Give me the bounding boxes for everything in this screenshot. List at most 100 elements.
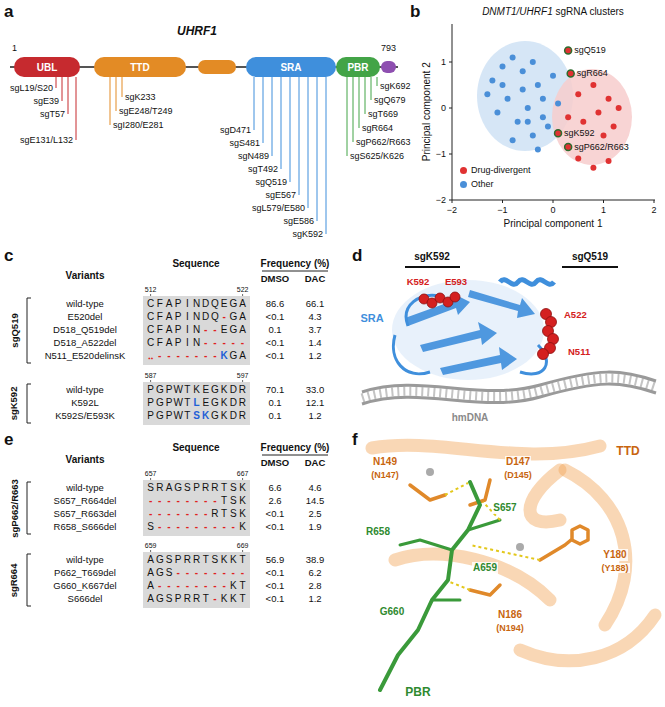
group-bracket: [27, 554, 31, 555]
frequency-value: 56.9: [266, 555, 285, 566]
ttd-sidechains: [410, 480, 588, 595]
region-bar: [405, 266, 460, 268]
column-header: DMSO: [261, 458, 290, 469]
region-bar: [562, 266, 618, 268]
point-label: sgR664: [577, 68, 608, 78]
c-terminal-domain: [381, 61, 396, 73]
leader-line: [263, 77, 264, 143]
sgrna-label: sgE131/L132: [20, 135, 73, 145]
column-header: Sequence: [172, 442, 219, 454]
variant-name: S657_R664del: [54, 496, 117, 507]
leader-line: [377, 77, 378, 86]
data-point: [550, 73, 556, 79]
panel-letter: a: [4, 2, 13, 22]
sequence-box: [143, 480, 250, 536]
leader-line: [371, 77, 372, 100]
sgrna-label: sgE567: [265, 190, 296, 200]
sgrna-label: sgE39: [33, 96, 59, 106]
sgrna-label: sgK592: [292, 229, 323, 239]
legend-text: Other: [471, 179, 494, 189]
axis-tick: [603, 200, 604, 203]
residue-label: (N194): [495, 623, 525, 633]
sequence-text: CFAPINDQ-GA: [146, 311, 247, 323]
frequency-value: 0.1: [268, 398, 281, 409]
residue-tick: [150, 478, 151, 480]
tick-label: −2: [447, 205, 457, 215]
frequency-value: 0.1: [268, 325, 281, 336]
sgrna-label: sgK692: [380, 81, 411, 91]
frequency-value: 6.6: [268, 483, 281, 494]
sequence-text: S---------K: [146, 521, 247, 533]
point-label: sgQ519: [574, 45, 606, 55]
sequence-box: [143, 382, 250, 425]
tick-label: −2: [436, 195, 446, 205]
data-point: [484, 91, 490, 97]
data-point: [500, 64, 506, 70]
leader-line: [353, 77, 354, 142]
frequency-value: 2.5: [308, 509, 321, 520]
group-bracket: [27, 482, 31, 483]
leader-line: [308, 77, 309, 208]
domain-label: PBR: [405, 686, 430, 700]
residue-label: N149: [372, 456, 398, 468]
group-label: sgP662/R663: [10, 479, 21, 538]
legend-swatch: [460, 181, 467, 188]
panel-letter: e: [4, 430, 13, 450]
column-header: Frequency (%): [261, 442, 330, 454]
header-rule: [262, 271, 328, 272]
frequency-value: 2.8: [308, 581, 321, 592]
group-bracket: [27, 423, 31, 424]
axis-title: Principal component 2: [420, 63, 432, 162]
frequency-value: <0.1: [266, 351, 285, 362]
frequency-value: 66.1: [306, 299, 325, 310]
leader-line: [254, 77, 255, 130]
axis-tick: [553, 200, 554, 203]
highlighted-point: [565, 47, 572, 54]
dna-label: hmDNA: [452, 412, 489, 424]
column-header: Sequence: [172, 258, 219, 270]
residue-number: 793: [381, 43, 396, 53]
sgrna-label: sgL19/S20: [10, 83, 53, 93]
water-sphere: [516, 543, 524, 551]
residue-number: 657: [145, 470, 157, 478]
data-point: [520, 87, 526, 93]
tick-label: 2: [651, 205, 656, 215]
sgrna-label: sgT57: [40, 109, 65, 119]
data-point: [520, 68, 526, 74]
legend-text: Drug-divergent: [471, 165, 531, 175]
data-point: [565, 114, 571, 120]
residue-label: A659: [472, 562, 498, 574]
frequency-value: 1.2: [308, 411, 321, 422]
data-point: [530, 59, 536, 65]
column-header: Variants: [66, 454, 105, 466]
leader-line: [116, 77, 117, 111]
frequency-value: <0.1: [266, 594, 285, 605]
sgrna-label: sgT669: [368, 109, 398, 119]
residue-number: 522: [237, 286, 249, 294]
sgrna-label: sgK233: [125, 92, 156, 102]
tick-label: 1: [601, 205, 606, 215]
sequence-text: PGPWTSKGKDR: [146, 410, 247, 422]
group-bracket: [27, 482, 28, 534]
group-bracket: [27, 534, 31, 535]
sequence-text: AGSPRRT-KKT: [146, 593, 247, 605]
tick-label: −1: [497, 205, 507, 215]
frequency-value: 70.1: [266, 385, 285, 396]
data-point: [590, 165, 596, 171]
residue-label: (D145): [503, 470, 533, 480]
residue-label: K592: [407, 277, 430, 288]
residue-tick: [242, 380, 243, 382]
group-bracket: [27, 554, 28, 606]
frequency-value: 1.4: [308, 338, 321, 349]
data-point: [545, 123, 551, 129]
data-point: [525, 119, 531, 125]
sequence-text: CFAPINDQEGA: [146, 298, 247, 310]
domain-box: TTD: [94, 57, 186, 77]
domain-box: PBR: [336, 57, 380, 77]
sequence-box: [143, 552, 250, 608]
residue-tick: [150, 294, 151, 296]
frequency-value: 0.1: [268, 411, 281, 422]
leader-line: [272, 77, 273, 156]
residue-number: 1: [12, 43, 17, 53]
residue-label: N186: [497, 609, 523, 621]
